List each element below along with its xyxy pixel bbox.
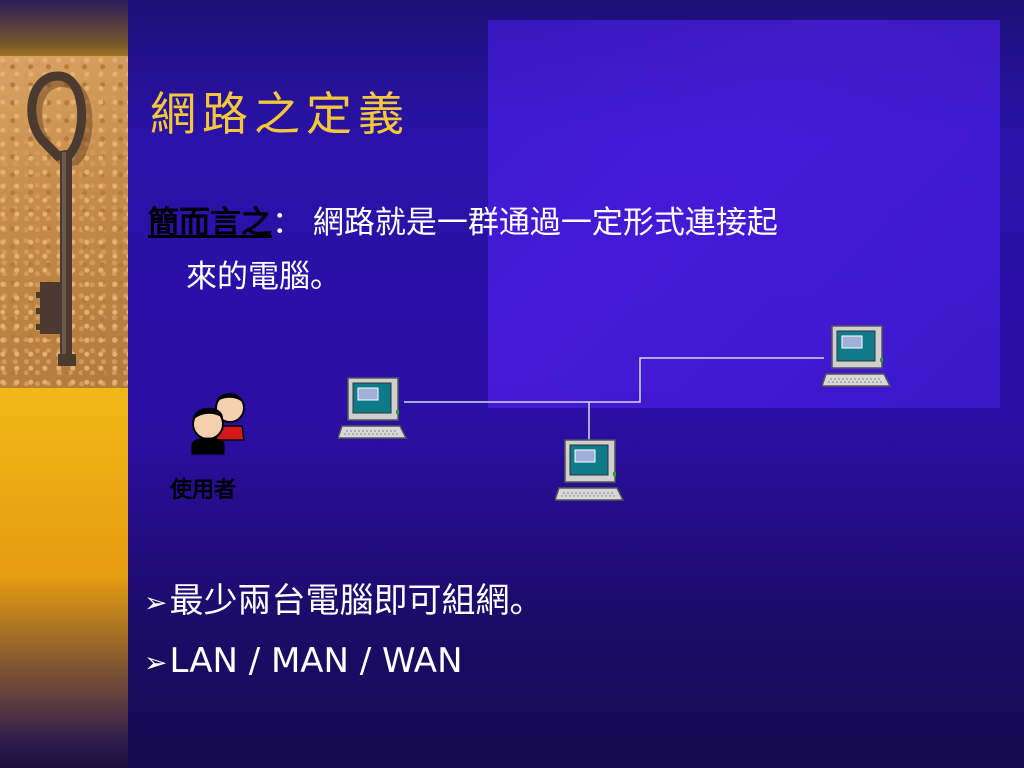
- bullet-text: LAN / MAN / WAN: [169, 641, 463, 681]
- computer-icon: [553, 438, 625, 512]
- bullet-list: ➢最少兩台電腦即可組網。 ➢LAN / MAN / WAN: [144, 572, 543, 692]
- bullet-text: 最少兩台電腦即可組網。: [169, 581, 544, 621]
- key-image: [0, 56, 128, 388]
- slide-title: 網路之定義: [150, 87, 410, 141]
- bullet-item: ➢最少兩台電腦即可組網。: [144, 572, 543, 632]
- definition-lead: 簡而言之: [148, 205, 272, 241]
- definition-text: 簡而言之： 網路就是一群通過一定形式連接起 來的電腦。: [148, 192, 988, 308]
- bullet-arrow-icon: ➢: [144, 586, 168, 619]
- definition-line2: 來的電腦。: [186, 259, 341, 295]
- definition-colon: ：: [272, 205, 303, 241]
- definition-line1: 網路就是一群通過一定形式連接起: [312, 205, 778, 241]
- computer-icon: [820, 324, 892, 398]
- user-label: 使用者: [170, 478, 237, 503]
- user-icon: [184, 388, 254, 462]
- computer-icon: [336, 376, 408, 450]
- background-panel: [488, 20, 1000, 408]
- bullet-arrow-icon: ➢: [144, 646, 168, 679]
- bullet-item: ➢LAN / MAN / WAN: [144, 632, 543, 692]
